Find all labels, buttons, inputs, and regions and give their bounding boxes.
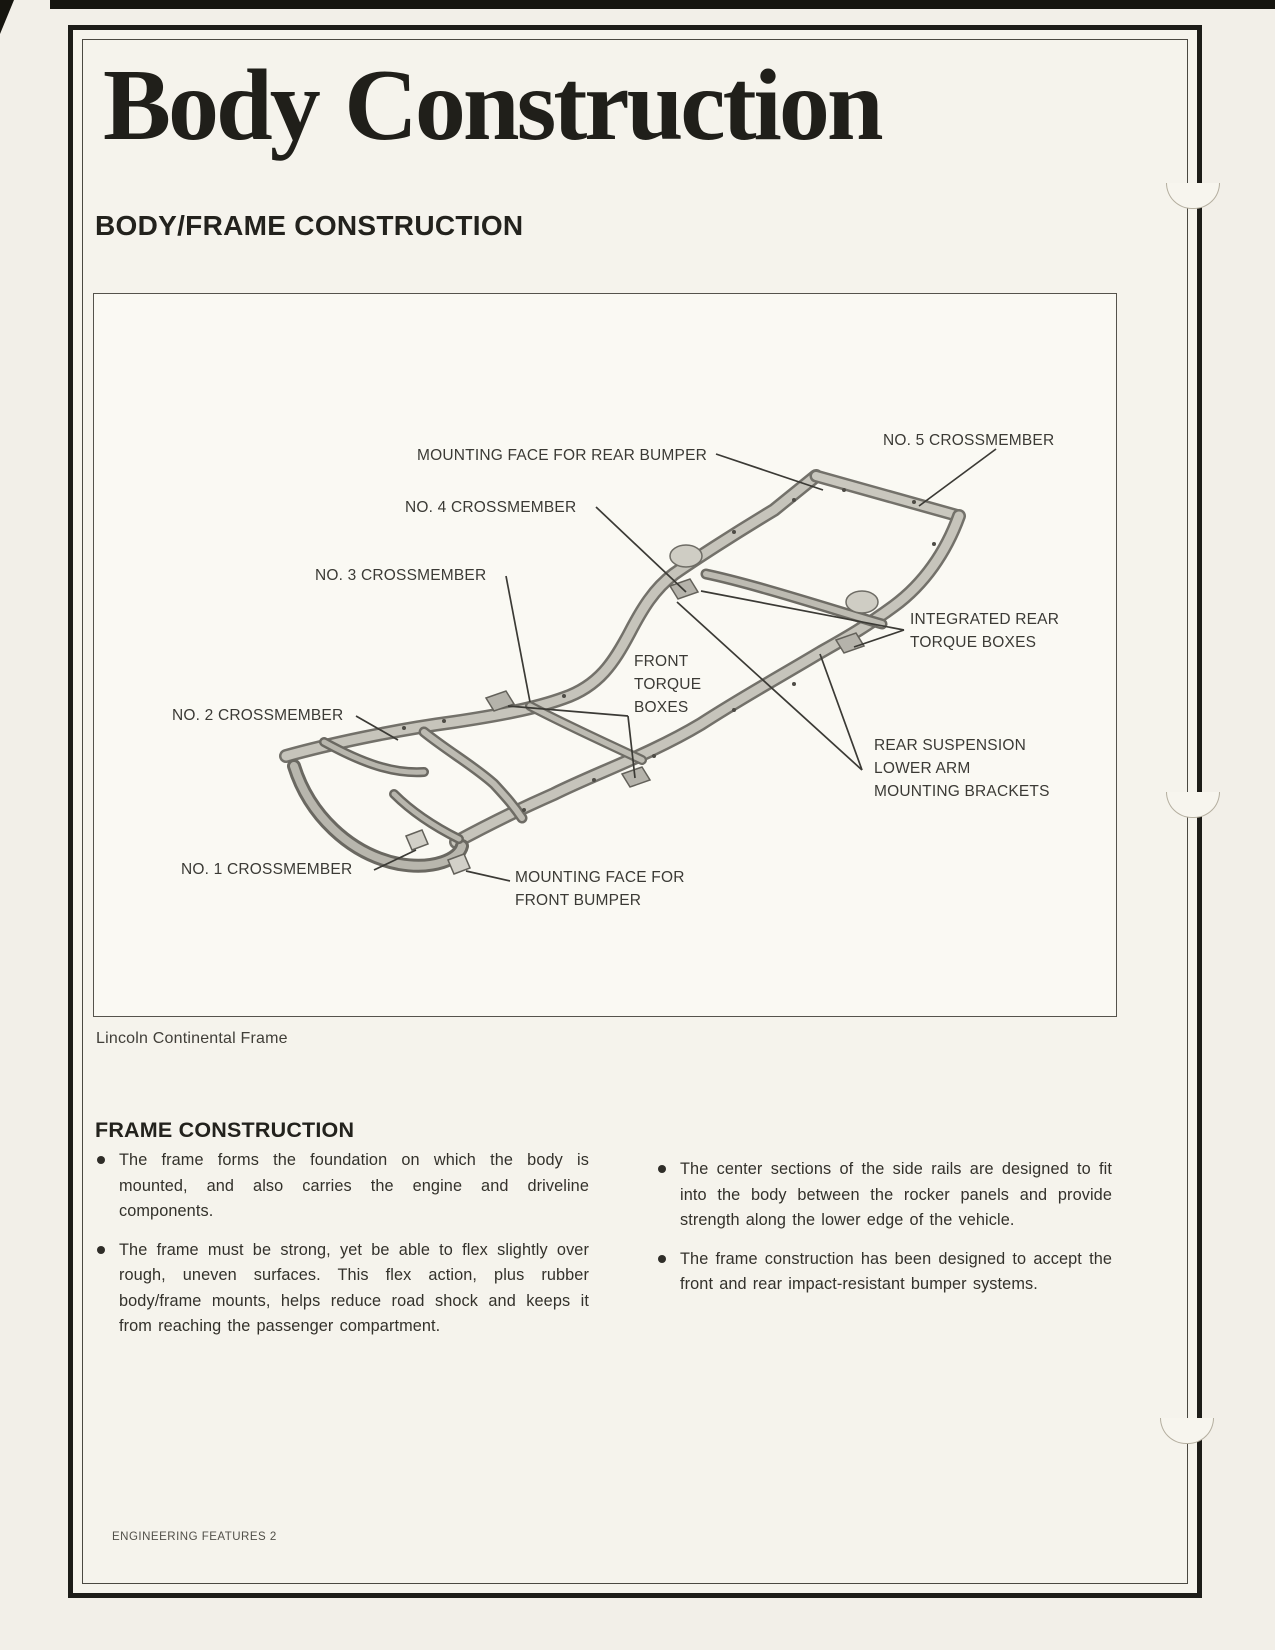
frame-photo bbox=[279, 469, 966, 873]
bullet-text: The frame construction has been designed… bbox=[680, 1249, 1112, 1294]
label-no4-crossmember: NO. 4 CROSSMEMBER bbox=[405, 499, 577, 516]
label-front-torque-boxes: FRONT TORQUE BOXES bbox=[634, 653, 702, 716]
bullet-icon bbox=[658, 1165, 666, 1173]
figure-caption: Lincoln Continental Frame bbox=[96, 1030, 288, 1047]
label-mounting-face-rear-bumper: MOUNTING FACE FOR REAR BUMPER bbox=[417, 447, 707, 464]
bullet-text: The frame must be strong, yet be able to… bbox=[119, 1240, 589, 1336]
frame-diagram: MOUNTING FACE FOR REAR BUMPER NO. 5 CROS… bbox=[93, 293, 1117, 1017]
frame-construction-heading: FRAME CONSTRUCTION bbox=[95, 1118, 355, 1142]
shock-towers bbox=[669, 544, 879, 614]
label-no5-crossmember: NO. 5 CROSSMEMBER bbox=[883, 432, 1055, 449]
bolt-details bbox=[402, 488, 936, 812]
leader-lines bbox=[355, 448, 997, 882]
section-heading: BODY/FRAME CONSTRUCTION bbox=[95, 210, 524, 241]
list-item: The center sections of the side rails ar… bbox=[656, 1157, 1112, 1234]
bullet-icon bbox=[658, 1254, 666, 1263]
label-no1-crossmember: NO. 1 CROSSMEMBER bbox=[181, 861, 353, 878]
bullet-icon bbox=[97, 1156, 105, 1164]
label-rear-suspension-brackets: REAR SUSPENSION LOWER ARM MOUNTING BRACK… bbox=[874, 737, 1050, 800]
frame-illustration bbox=[279, 448, 997, 882]
label-no2-crossmember: NO. 2 CROSSMEMBER bbox=[172, 707, 344, 724]
bullet-text: The center sections of the side rails ar… bbox=[680, 1160, 1112, 1229]
label-integrated-rear-torque-boxes: INTEGRATED REAR TORQUE BOXES bbox=[910, 611, 1060, 651]
bullet-column-right: The center sections of the side rails ar… bbox=[656, 1148, 1112, 1311]
label-no3-crossmember: NO. 3 CROSSMEMBER bbox=[315, 567, 487, 584]
bullet-column-left: The frame forms the foundation on which … bbox=[95, 1148, 589, 1353]
bullet-text: The frame forms the foundation on which … bbox=[119, 1151, 589, 1220]
label-mounting-face-front-bumper: MOUNTING FACE FOR FRONT BUMPER bbox=[515, 869, 685, 909]
list-item: The frame forms the foundation on which … bbox=[95, 1148, 589, 1225]
list-item: The frame must be strong, yet be able to… bbox=[95, 1238, 589, 1340]
scan-edge-artifact bbox=[50, 0, 1275, 9]
page-title: Body Construction bbox=[103, 49, 884, 162]
page-footer: ENGINEERING FEATURES 2 bbox=[112, 1531, 277, 1543]
scan-corner-artifact bbox=[0, 0, 14, 34]
bullet-icon bbox=[97, 1245, 105, 1254]
torque-boxes bbox=[405, 578, 866, 875]
list-item: The frame construction has been designed… bbox=[656, 1247, 1112, 1298]
